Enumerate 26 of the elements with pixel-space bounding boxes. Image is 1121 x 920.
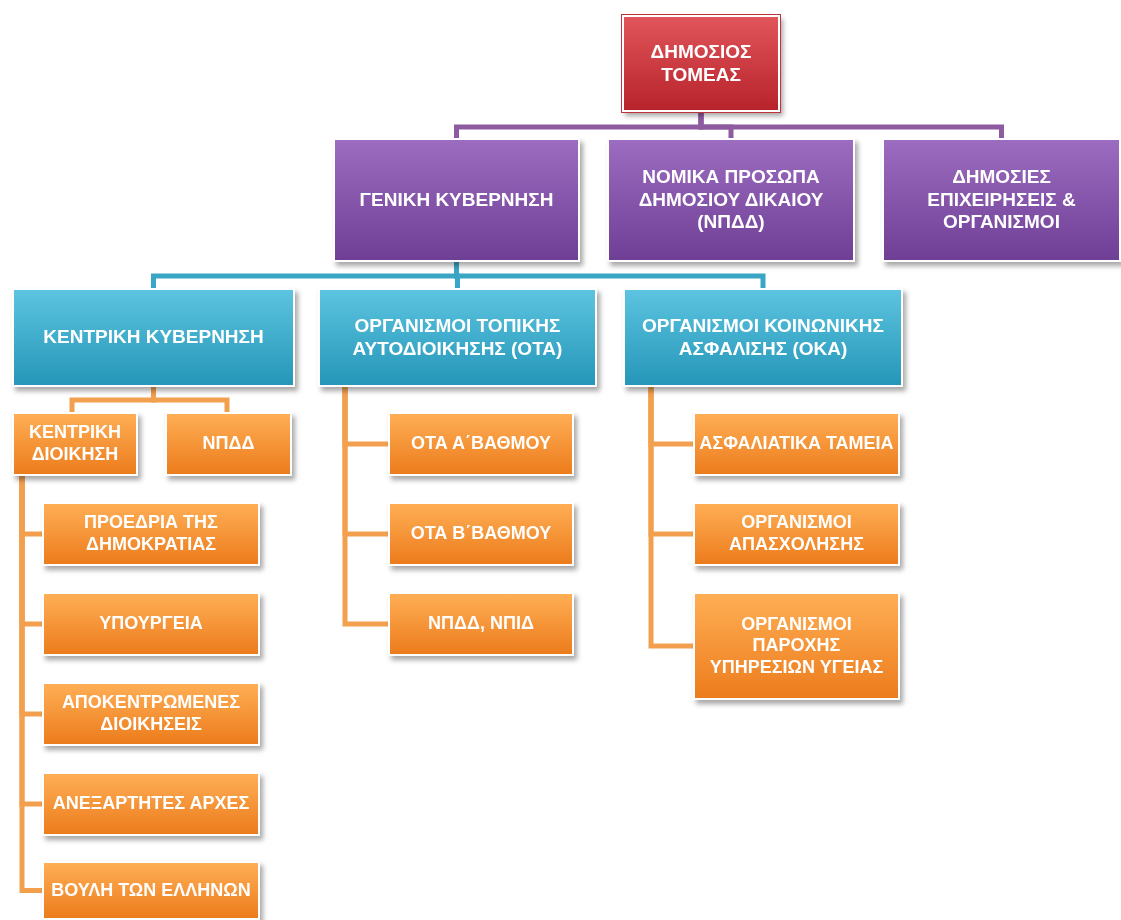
sector-box: ΚΕΝΤΡΙΚΗ ΚΥΒΕΡΝΗΣΗ — [12, 288, 295, 387]
unit-box: ΟΤΑ Β΄ΒΑΘΜΟΥ — [388, 502, 574, 566]
sector-box: ΟΡΓΑΝΙΣΜΟΙ ΤΟΠΙΚΗΣ ΑΥΤΟΔΙΟΙΚΗΣΗΣ (ΟΤΑ) — [318, 288, 597, 387]
root-box: ΔΗΜΟΣΙΟΣ ΤΟΜΕΑΣ — [622, 15, 780, 112]
sector-box: ΟΡΓΑΝΙΣΜΟΙ ΚΟΙΝΩΝΙΚΗΣ ΑΣΦΑΛΙΣΗΣ (ΟΚΑ) — [623, 288, 903, 387]
connector-line — [342, 387, 388, 627]
unit-box: ΟΤΑ Α΄ΒΑΘΜΟΥ — [388, 412, 574, 476]
unit-box: ΑΣΦΑΛΙΑΤΙΚΑ ΤΑΜΕΙΑ — [693, 412, 900, 476]
unit-box: ΟΡΓΑΝΙΣΜΟΙ ΑΠΑΣΧΟΛΗΣΗΣ — [693, 502, 900, 566]
category-box: ΓΕΝΙΚΗ ΚΥΒΕΡΝΗΣΗ — [333, 138, 580, 262]
connector-line — [19, 476, 42, 893]
unit-box: ΝΠΔΔ, ΝΠΙΔ — [388, 592, 574, 656]
unit-box: ΑΠΟΚΕΝΤΡΩΜΕΝΕΣ ΔΙΟΙΚΗΣΕΙΣ — [42, 682, 260, 746]
unit-box: ΒΟΥΛΗ ΤΩΝ ΕΛΛΗΝΩΝ — [42, 861, 260, 920]
connector-line — [454, 262, 766, 288]
unit-box: ΑΝΕΞΑΡΤΗΤΕΣ ΑΡΧΕΣ — [42, 772, 260, 836]
unit-box: ΠΡΟΕΔΡΙΑ ΤΗΣ ΔΗΜΟΚΡΑΤΙΑΣ — [42, 502, 260, 566]
category-box: ΔΗΜΟΣΙΕΣ ΕΠΙΧΕΙΡΗΣΕΙΣ & ΟΡΓΑΝΙΣΜΟΙ — [882, 138, 1121, 262]
category-box: ΝΟΜΙΚΑ ΠΡΟΣΩΠΑ ΔΗΜΟΣΙΟΥ ΔΙΚΑΙΟΥ (ΝΠΔΔ) — [607, 138, 855, 262]
unit-box: ΝΠΔΔ — [165, 412, 292, 476]
connector-line — [151, 387, 230, 412]
unit-box: ΚΕΝΤΡΙΚΗ ΔΙΟΙΚΗΣΗ — [12, 412, 138, 476]
connector-line — [648, 387, 693, 649]
unit-box: ΟΡΓΑΝΙΣΜΟΙ ΠΑΡΟΧΗΣ ΥΠΗΡΕΣΙΩΝ ΥΓΕΙΑΣ — [693, 592, 900, 700]
connector-line — [698, 112, 1004, 138]
unit-box: ΥΠΟΥΡΓΕΙΑ — [42, 592, 260, 656]
